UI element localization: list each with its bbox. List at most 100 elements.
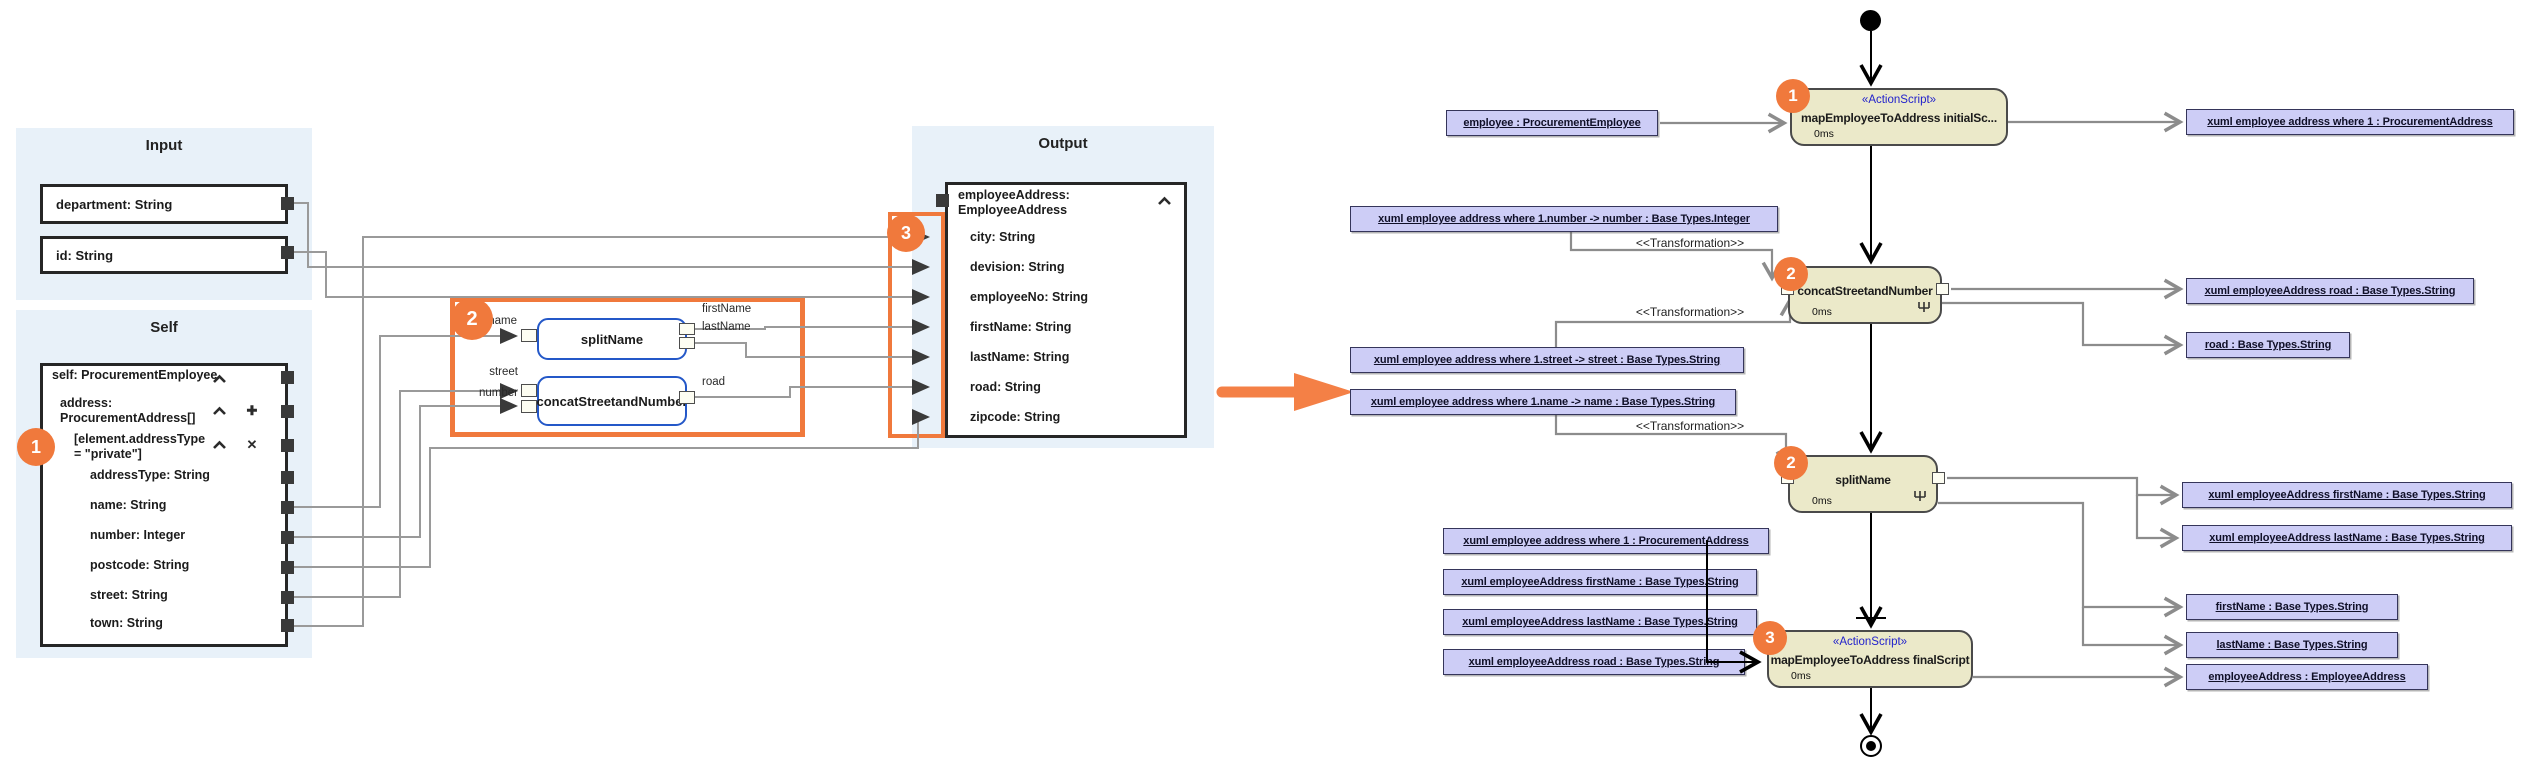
function-concat-label: concatStreetandNumber <box>536 393 688 409</box>
output-row-city[interactable]: city: String <box>970 230 1036 244</box>
connector-square[interactable] <box>281 561 294 574</box>
object-node-road-bt[interactable]: road : Base Types.String <box>2186 332 2350 358</box>
annotation-badge-2: 2 <box>451 298 493 340</box>
connector-square[interactable] <box>936 194 949 207</box>
object-node-street-transform[interactable]: xuml employee address where 1.street -> … <box>1350 347 1744 373</box>
self-row-filter[interactable]: [element.addressType = "private"] <box>74 432 206 461</box>
port-label-street: street <box>489 366 518 378</box>
object-node-name-transform[interactable]: xuml employee address where 1.name -> na… <box>1350 389 1736 415</box>
figure-link-arrow <box>1216 373 1354 411</box>
connector-square[interactable] <box>281 471 294 484</box>
pin-concat-out[interactable] <box>1936 283 1949 295</box>
input-field-department[interactable]: department: String <box>40 184 288 224</box>
object-node-lastName-bt[interactable]: lastName : Base Types.String <box>2186 632 2398 658</box>
transformation-edge-label: <<Transformation>> <box>1635 419 1745 433</box>
input-field-department-label: department: String <box>56 196 173 212</box>
output-row-zipcode[interactable]: zipcode: String <box>970 410 1061 424</box>
output-annotation-frame <box>888 212 945 438</box>
connector-square[interactable] <box>281 197 294 210</box>
object-node-firstName-xuml-b[interactable]: xuml employeeAddress firstName : Base Ty… <box>1443 569 1757 595</box>
connector-square[interactable] <box>281 591 294 604</box>
remove-filter-icon[interactable]: ✕ <box>246 437 258 452</box>
annotation-badge-1: 1 <box>1776 79 1810 113</box>
self-row-number[interactable]: number: Integer <box>90 528 186 542</box>
object-node-lastName-xuml[interactable]: xuml employeeAddress lastName : Base Typ… <box>2182 525 2512 551</box>
connector-square[interactable] <box>281 619 294 632</box>
object-node-employeeAddress-out[interactable]: employeeAddress : EmployeeAddress <box>2186 664 2428 690</box>
function-splitName[interactable]: splitName <box>537 318 687 360</box>
stereotype-label: «ActionScript» <box>1832 636 1908 648</box>
action-node-splitName[interactable]: splitName 0ms <box>1788 455 1938 513</box>
port-splitName-in[interactable] <box>521 329 537 342</box>
collapse-chevron-icon[interactable] <box>210 438 228 452</box>
connector-square[interactable] <box>281 405 294 418</box>
action-node-name: splitName <box>1835 473 1891 487</box>
rake-icon <box>1916 299 1932 318</box>
collapse-chevron-icon[interactable] <box>1155 194 1173 208</box>
object-node-road-xuml-b[interactable]: xuml employeeAddress road : Base Types.S… <box>1443 649 1745 675</box>
self-row-addressType[interactable]: addressType: String <box>90 468 210 482</box>
function-splitName-label: splitName <box>580 331 644 347</box>
object-node-road-xuml[interactable]: xuml employeeAddress road : Base Types.S… <box>2186 278 2474 304</box>
annotation-badge-1: 1 <box>17 428 55 466</box>
pin-splitName-out[interactable] <box>1932 472 1945 484</box>
port-label-name: name <box>488 315 517 327</box>
collapse-chevron-icon[interactable] <box>210 372 228 386</box>
port-splitName-out1[interactable] <box>679 323 695 335</box>
stereotype-label: «ActionScript» <box>1861 94 1937 106</box>
port-splitName-out2[interactable] <box>679 337 695 349</box>
port-concat-in2[interactable] <box>521 400 537 413</box>
add-filter-icon[interactable]: ✚ <box>246 403 258 418</box>
transformation-edge-label: <<Transformation>> <box>1635 236 1745 250</box>
object-node-firstName-xuml[interactable]: xuml employeeAddress firstName : Base Ty… <box>2182 482 2512 508</box>
output-row-lastName[interactable]: lastName: String <box>970 350 1070 364</box>
annotation-badge-3: 3 <box>1753 621 1787 655</box>
output-row-devision[interactable]: devision: String <box>970 260 1065 274</box>
self-row-town[interactable]: town: String <box>90 616 163 630</box>
action-node-initialScript[interactable]: «ActionScript» mapEmployeeToAddress init… <box>1790 88 2008 146</box>
port-label-firstName: firstName <box>702 303 752 315</box>
rake-icon <box>1912 488 1928 507</box>
collapse-chevron-icon[interactable] <box>210 404 228 418</box>
output-row-firstName[interactable]: firstName: String <box>970 320 1072 334</box>
self-row-name[interactable]: name: String <box>90 498 167 512</box>
self-row-postcode[interactable]: postcode: String <box>90 558 190 572</box>
annotation-badge-3: 3 <box>887 214 925 252</box>
output-header[interactable]: employeeAddress: EmployeeAddress <box>958 188 1070 217</box>
object-node-number-transform[interactable]: xuml employee address where 1.number -> … <box>1350 206 1778 232</box>
self-row-street[interactable]: street: String <box>90 588 168 602</box>
action-node-finalScript[interactable]: «ActionScript» mapEmployeeToAddress fina… <box>1767 630 1973 688</box>
input-panel-title: Input <box>145 137 183 154</box>
functions-annotation-frame <box>450 297 805 437</box>
object-node-where1[interactable]: xuml employee address where 1 : Procurem… <box>2186 109 2514 135</box>
function-concatStreetandNumber[interactable]: concatStreetandNumber <box>536 376 688 426</box>
object-node-employee[interactable]: employee : ProcurementEmployee <box>1446 110 1658 136</box>
bottom-inputs-edge <box>1706 540 1762 674</box>
mapping-wires <box>290 202 930 627</box>
output-tree-box <box>945 182 1187 438</box>
object-node-lastName-xuml-b[interactable]: xuml employeeAddress lastName : Base Typ… <box>1443 609 1757 635</box>
connector-square[interactable] <box>281 246 294 259</box>
output-row-employeeNo[interactable]: employeeNo: String <box>970 290 1089 304</box>
port-concat-out[interactable] <box>679 391 695 404</box>
connector-square[interactable] <box>281 501 294 514</box>
port-concat-in1[interactable] <box>521 384 537 397</box>
output-row-road[interactable]: road: String <box>970 380 1041 394</box>
port-label-lastName: lastName <box>702 321 751 333</box>
final-node-dot <box>1866 741 1876 751</box>
connector-square[interactable] <box>281 439 294 452</box>
self-row-self[interactable]: self: ProcurementEmployee <box>52 368 218 382</box>
initial-node <box>1860 10 1881 31</box>
object-flow-edges <box>1554 111 2184 688</box>
annotation-badge-2: 2 <box>1774 446 1808 480</box>
object-node-where1-b[interactable]: xuml employee address where 1 : Procurem… <box>1443 528 1769 554</box>
action-node-concatStreetandNumber[interactable]: concatStreetandNumber 0ms <box>1788 266 1942 324</box>
connector-square[interactable] <box>281 371 294 384</box>
self-panel-title: Self <box>150 319 178 336</box>
duration-label: 0ms <box>1812 306 1832 318</box>
object-node-firstName-bt[interactable]: firstName : Base Types.String <box>2186 594 2398 620</box>
self-row-address[interactable]: address: ProcurementAddress[] <box>60 396 196 425</box>
connector-square[interactable] <box>281 531 294 544</box>
